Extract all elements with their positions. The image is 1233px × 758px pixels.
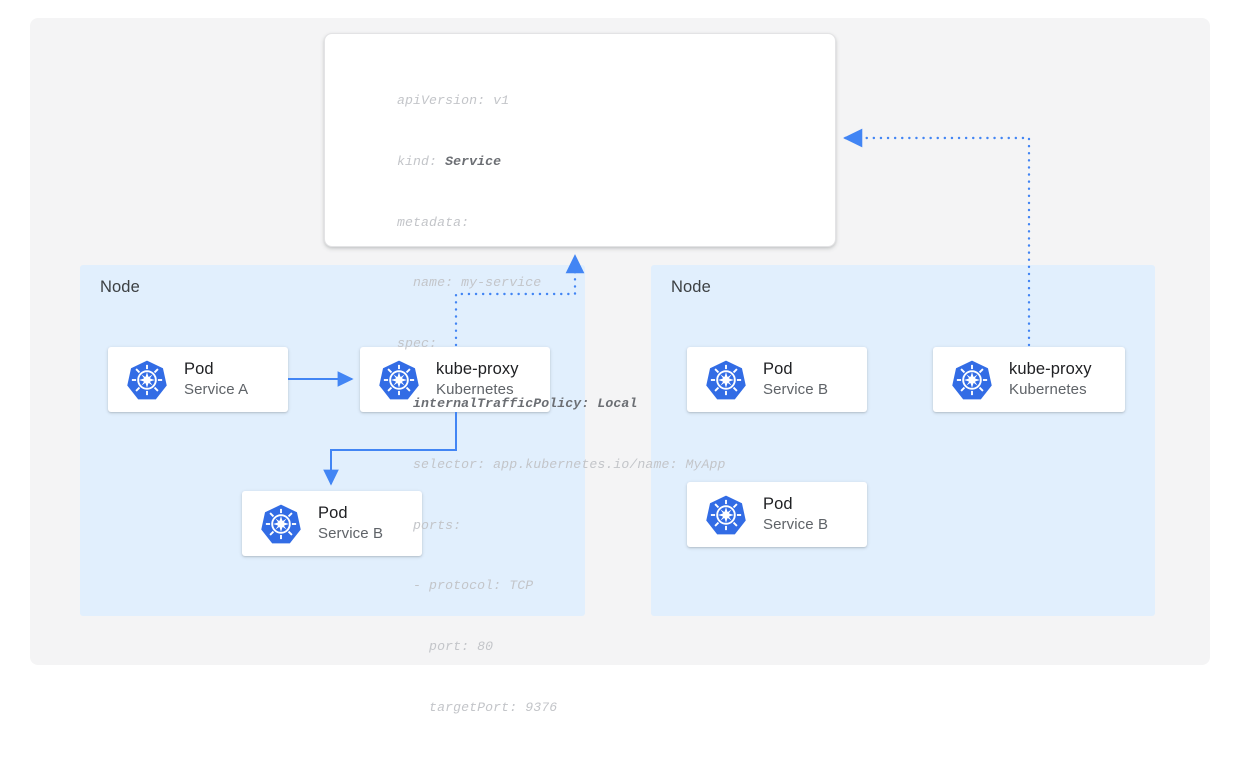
- card-pod-service-b-left[interactable]: Pod Service B: [242, 491, 422, 556]
- yaml-kind-value: Service: [445, 154, 502, 170]
- yaml-line-kind: kind: Service: [397, 152, 726, 172]
- kubernetes-icon: [951, 359, 993, 401]
- card-title: Pod: [184, 360, 214, 378]
- card-subtitle: Kubernetes: [1009, 381, 1087, 398]
- kubernetes-icon: [705, 494, 747, 536]
- yaml-line-metadata: metadata:: [397, 214, 470, 230]
- yaml-line-protocol: - protocol: TCP: [397, 578, 534, 594]
- card-text: Pod Service B: [318, 503, 383, 544]
- card-kube-proxy-right[interactable]: kube-proxy Kubernetes: [933, 347, 1125, 412]
- yaml-line-port: port: 80: [397, 638, 494, 654]
- yaml-line-selector: selector: app.kubernetes.io/name: MyApp: [397, 457, 726, 473]
- yaml-line-name: name: my-service: [397, 275, 542, 291]
- card-pod-service-b-right-bottom[interactable]: Pod Service B: [687, 482, 867, 547]
- card-text: Pod Service A: [184, 359, 248, 400]
- yaml-line-ports: ports:: [397, 517, 462, 533]
- kubernetes-icon: [378, 359, 420, 401]
- card-pod-service-b-right-top[interactable]: Pod Service B: [687, 347, 867, 412]
- yaml-line-targetport: targetPort: 9376: [397, 699, 558, 715]
- yaml-line-spec: spec:: [397, 335, 438, 351]
- service-manifest-yaml: apiVersion: v1 kind: Service metadata: n…: [397, 51, 726, 758]
- card-subtitle: Service A: [184, 381, 249, 398]
- card-subtitle: Kubernetes: [436, 381, 514, 398]
- card-subtitle: Service B: [318, 525, 384, 542]
- card-title: Pod: [318, 504, 348, 522]
- node-panel-right: Node: [651, 265, 1155, 616]
- card-title: Pod: [763, 360, 793, 378]
- node-label-right: Node: [671, 278, 711, 296]
- node-label-left: Node: [100, 278, 140, 296]
- kubernetes-icon: [260, 503, 302, 545]
- yaml-kind-key: kind:: [397, 154, 446, 170]
- card-kube-proxy-left[interactable]: kube-proxy Kubernetes: [360, 347, 550, 412]
- yaml-line-internaltrafficpolicy: internalTrafficPolicy: Local: [397, 396, 638, 412]
- card-pod-service-a[interactable]: Pod Service A: [108, 347, 288, 412]
- kubernetes-icon: [126, 359, 168, 401]
- yaml-line-apiversion: apiVersion: v1: [397, 93, 510, 109]
- card-title: kube-proxy: [1009, 360, 1092, 378]
- card-text: Pod Service B: [763, 359, 828, 400]
- card-title: kube-proxy: [436, 360, 519, 378]
- diagram-canvas: apiVersion: v1 kind: Service metadata: n…: [30, 18, 1210, 715]
- card-subtitle: Service B: [763, 381, 829, 398]
- card-text: kube-proxy Kubernetes: [436, 359, 519, 400]
- card-subtitle: Service B: [763, 516, 829, 533]
- card-text: kube-proxy Kubernetes: [1009, 359, 1092, 400]
- card-text: Pod Service B: [763, 494, 828, 535]
- kubernetes-icon: [705, 359, 747, 401]
- service-manifest-card: apiVersion: v1 kind: Service metadata: n…: [324, 33, 836, 715]
- card-title: Pod: [763, 495, 793, 513]
